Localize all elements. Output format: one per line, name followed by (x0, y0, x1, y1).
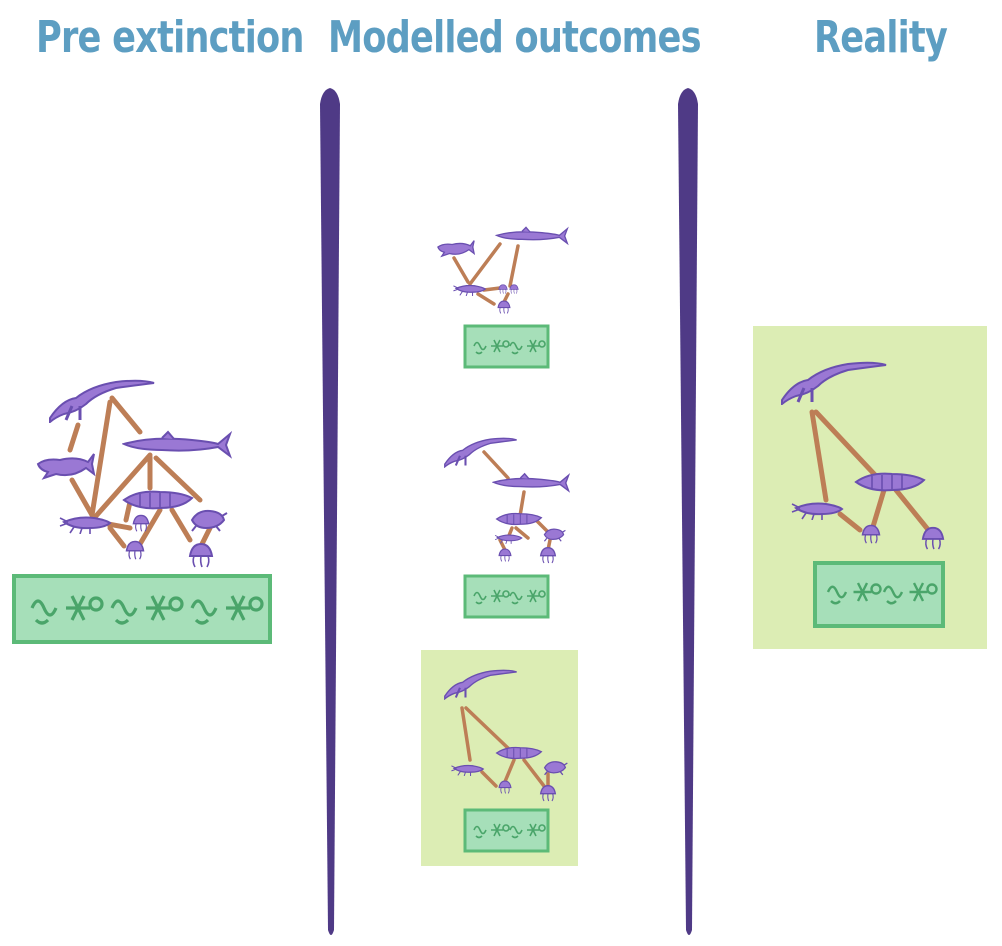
ammonite-icon (495, 512, 543, 526)
jellyfish-icon (498, 780, 512, 794)
turtle-icon (543, 528, 566, 542)
reality-food-web (753, 326, 987, 649)
reality-heading: Reality (814, 12, 948, 63)
jellyfish-icon (921, 526, 945, 550)
plankton-box (463, 324, 550, 369)
jellyfish-icon (125, 540, 145, 560)
modelled-outcomes-heading: Modelled outcomes (328, 12, 702, 63)
plesiosaur-icon (48, 379, 156, 423)
plankton-box (463, 574, 550, 619)
left-divider (320, 88, 340, 935)
modelled-outcome-2 (443, 437, 570, 619)
right-divider (678, 88, 698, 935)
ichthyosaur-icon (437, 239, 475, 257)
fish-icon (495, 226, 569, 245)
modelled-outcome-1 (437, 226, 569, 369)
jellyfish-icon (498, 548, 512, 562)
ichthyosaur-icon (37, 453, 95, 479)
jellyfish-icon (132, 514, 150, 532)
jellyfish-icon (497, 300, 511, 314)
turtle-icon (191, 509, 228, 532)
fish-icon (123, 431, 231, 457)
plesiosaur-icon (443, 437, 518, 468)
modelled-outcome-3 (421, 650, 578, 866)
plankton-box (463, 808, 550, 853)
jellyfish-icon (861, 524, 881, 544)
plankton-box (813, 561, 945, 628)
crustacean-icon (59, 516, 111, 534)
jellyfish-icon (539, 546, 557, 564)
jellyfish-icon (509, 284, 519, 294)
jellyfish-icon (189, 543, 213, 568)
jellyfish-icon (498, 284, 508, 294)
pre-extinction-food-web (12, 379, 272, 644)
pre-extinction-heading: Pre extinction (36, 12, 304, 63)
jellyfish-icon (539, 784, 557, 802)
plankton-box (12, 574, 272, 644)
ammonite-icon (123, 490, 193, 510)
